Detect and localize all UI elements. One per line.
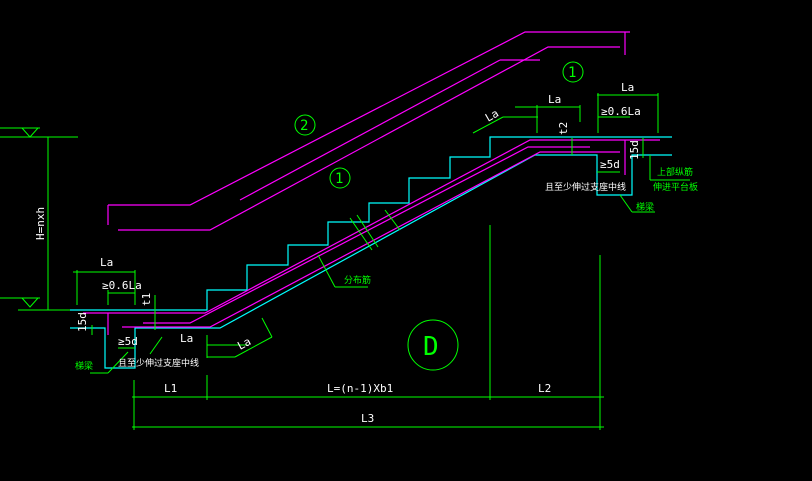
left-dimensions (73, 270, 273, 374)
dim-l: L=(n-1)Xb1 (327, 382, 393, 395)
svg-text:D: D (423, 332, 439, 362)
slab-rebars (83, 139, 660, 335)
right-anchor-min: ≥0.6La (601, 105, 641, 118)
stair-concrete-outline (70, 136, 672, 369)
right-la-top: La (621, 81, 634, 94)
distribution-bar-label: 分布筋 (344, 274, 371, 286)
right-t2: t2 (557, 122, 570, 135)
right-top-bar-note-1: 上部纵筋 (657, 166, 693, 178)
svg-text:1: 1 (568, 65, 576, 81)
dim-l3: L3 (361, 412, 374, 425)
svg-text:2: 2 (300, 118, 308, 134)
right-dimensions (472, 93, 690, 213)
right-beam-label: 梯梁 (636, 201, 654, 213)
right-la-slope: La (483, 107, 501, 125)
upper-flight-bars (107, 31, 630, 231)
dim-l1: L1 (164, 382, 177, 395)
circle-label-1-upper: 1 (562, 61, 584, 83)
right-support-note: 且至少伸过支座中线 (545, 181, 626, 193)
right-hook: 15d (628, 140, 641, 160)
height-label: H=nxh (34, 207, 47, 240)
circle-label-1-lower: 1 (329, 167, 351, 189)
left-beam-label: 梯梁 (75, 360, 93, 372)
right-la-mid: La (548, 93, 561, 106)
left-hook: 15d (76, 312, 89, 332)
slab-type-circle: D (407, 319, 459, 371)
circle-label-2: 2 (294, 114, 316, 136)
svg-text:1: 1 (335, 171, 343, 187)
left-min-5d: ≥5d (118, 335, 138, 348)
left-support-note: 且至少伸过支座中线 (118, 357, 199, 369)
dim-l2: L2 (538, 382, 551, 395)
level-marks (0, 127, 78, 311)
left-la-top: La (100, 256, 113, 269)
left-la-slope: La (235, 335, 253, 353)
right-top-bar-note-2: 伸进平台板 (653, 181, 698, 193)
left-t1: t1 (140, 293, 153, 306)
left-anchor-min: ≥0.6La (102, 279, 142, 292)
right-min-5d: ≥5d (600, 158, 620, 171)
distribution-bar-leader (317, 209, 401, 288)
left-la-bottom: La (180, 332, 193, 345)
bottom-dimensions (132, 225, 604, 430)
